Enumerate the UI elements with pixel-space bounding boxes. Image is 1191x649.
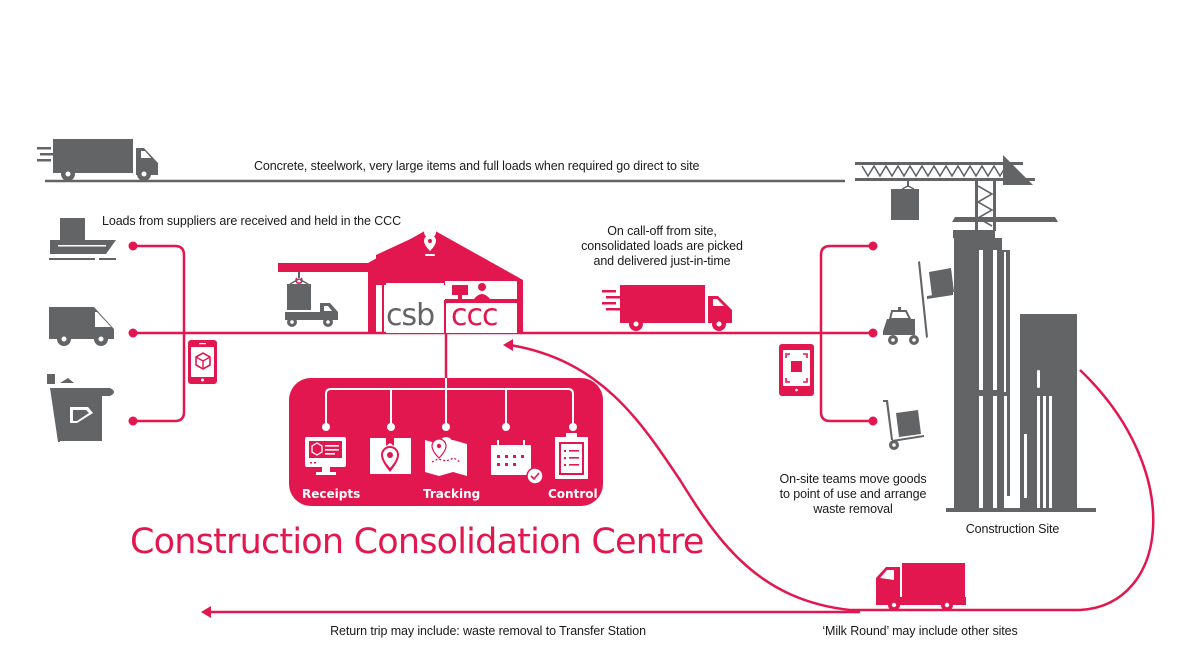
call-off-line: consolidated loads are picked	[581, 239, 743, 253]
return-arrowhead	[201, 606, 211, 618]
forklift-icon	[883, 261, 954, 345]
crane-icon	[855, 155, 1058, 238]
site-connector	[819, 244, 873, 423]
call-off-line: and delivered just-in-time	[593, 254, 731, 268]
plane-box-icon	[47, 374, 114, 442]
monitor-box-icon	[305, 437, 346, 475]
ccc-building	[278, 226, 523, 333]
module-label-control: Control	[548, 487, 598, 501]
direct-truck-icon	[37, 139, 158, 181]
site-node	[868, 328, 878, 338]
on-site-label: On-site teams move goods to point of use…	[773, 472, 933, 517]
supplier-node	[128, 416, 138, 426]
box-pin-icon	[370, 438, 411, 474]
clipboard-icon	[555, 433, 588, 479]
call-off-label: On call-off from site, consolidated load…	[572, 224, 752, 269]
jit-truck-icon	[602, 285, 732, 331]
loop-arrowhead	[503, 339, 513, 351]
module-label-receipts: Receipts	[302, 487, 361, 501]
suppliers-label: Loads from suppliers are received and he…	[102, 214, 402, 228]
construction-site-label: Construction Site	[965, 522, 1060, 536]
phone-box-icon	[188, 340, 217, 384]
on-site-line: waste removal	[813, 502, 893, 516]
on-site-line: On-site teams move goods	[779, 472, 927, 486]
brand-ccc: ccc	[451, 298, 498, 333]
ship-icon	[49, 218, 116, 260]
on-site-line: to point of use and arrange	[779, 487, 927, 501]
module-branches	[325, 388, 574, 426]
page-title: Construction Consolidation Centre	[130, 522, 704, 562]
milk-round-loop	[509, 343, 1155, 612]
calendar-check-icon	[491, 440, 544, 485]
van-icon	[49, 307, 114, 346]
site-node	[868, 416, 878, 426]
tablet-scan-icon	[779, 344, 814, 396]
site-node	[868, 241, 878, 251]
brand-csb: csb	[386, 298, 435, 333]
hand-truck-icon	[883, 400, 924, 450]
return-trip-label: Return trip may include: waste removal t…	[330, 624, 646, 638]
call-off-line: On call-off from site,	[607, 224, 717, 238]
construction-site-building	[946, 238, 1096, 512]
loading-truck-icon	[285, 272, 338, 327]
milk-round-label: ‘Milk Round’ may include other sites	[822, 624, 1018, 638]
module-label-tracking: Tracking	[423, 487, 481, 501]
milk-round-truck-icon	[876, 563, 966, 611]
direct-route-label: Concrete, steelwork, very large items an…	[254, 159, 700, 173]
supplier-node	[128, 241, 138, 251]
map-icon	[425, 437, 467, 476]
